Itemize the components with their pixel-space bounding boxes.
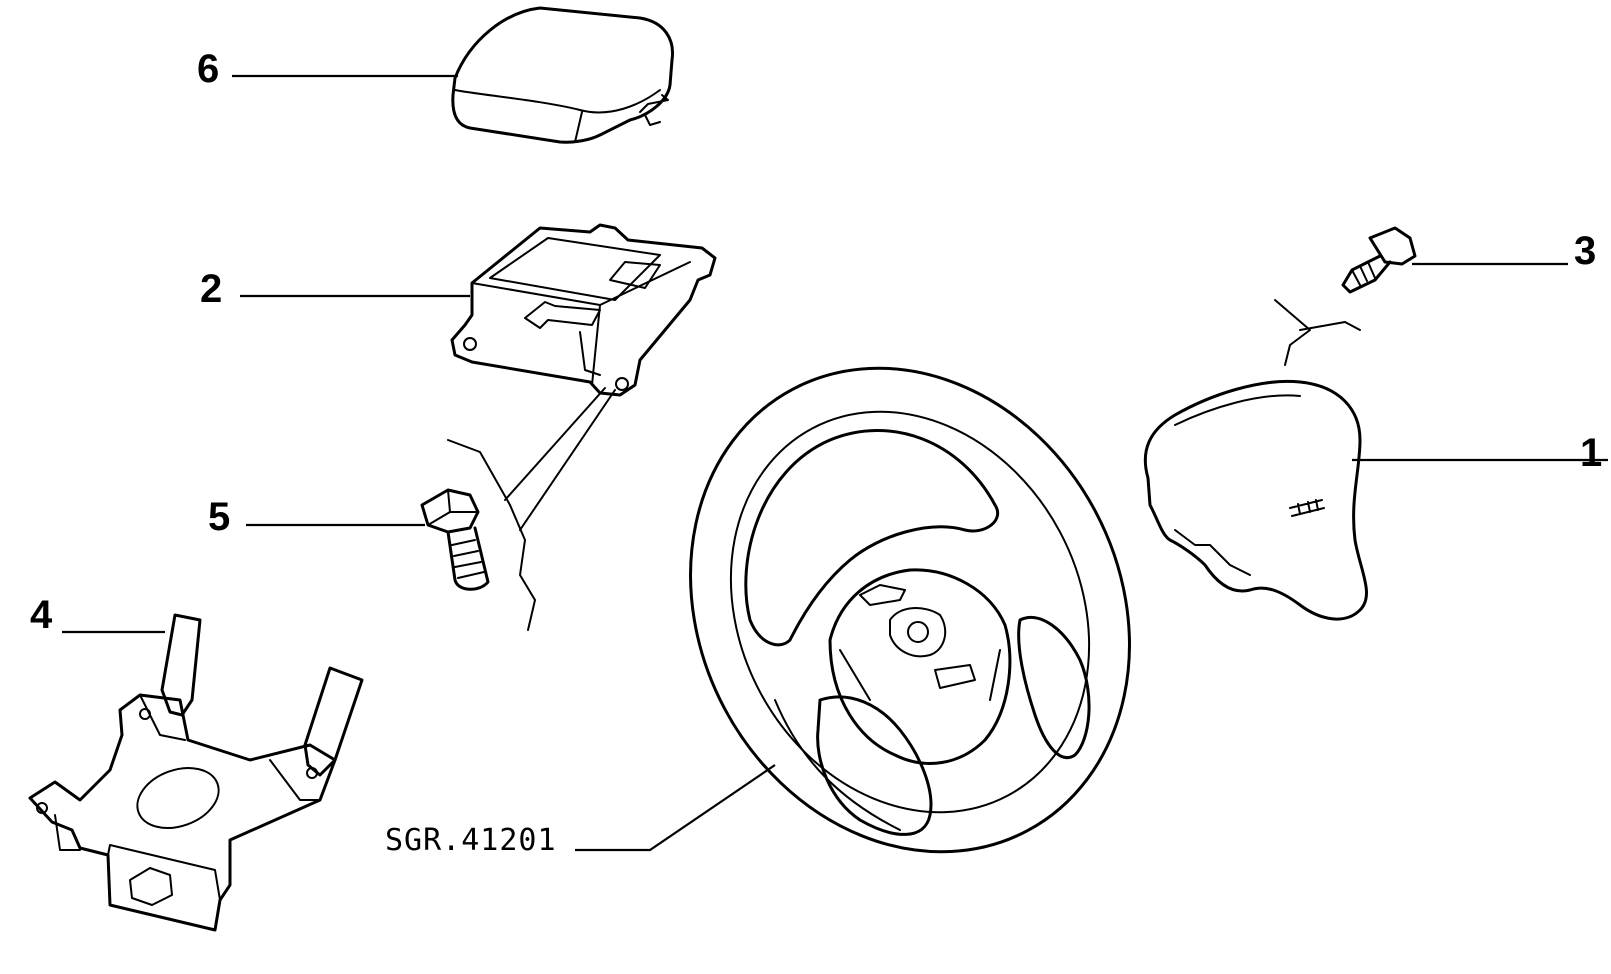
steering-wheel-icon (689, 366, 1131, 854)
cover-icon (451, 6, 675, 144)
callout-3: 3 (1574, 229, 1596, 273)
bolt-icon (420, 387, 616, 631)
leader-ref (575, 764, 776, 852)
callout-1: 1 (1580, 431, 1602, 475)
control-unit-icon (450, 223, 717, 397)
bracket-icon (28, 613, 364, 932)
callout-4: 4 (30, 593, 53, 637)
callout-6: 6 (197, 47, 219, 91)
callout-2: 2 (200, 267, 222, 311)
callout-5: 5 (208, 495, 230, 539)
reference-code: SGR.41201 (385, 823, 557, 858)
screw-icon (1341, 226, 1417, 294)
airbag-module-icon (1143, 299, 1368, 621)
